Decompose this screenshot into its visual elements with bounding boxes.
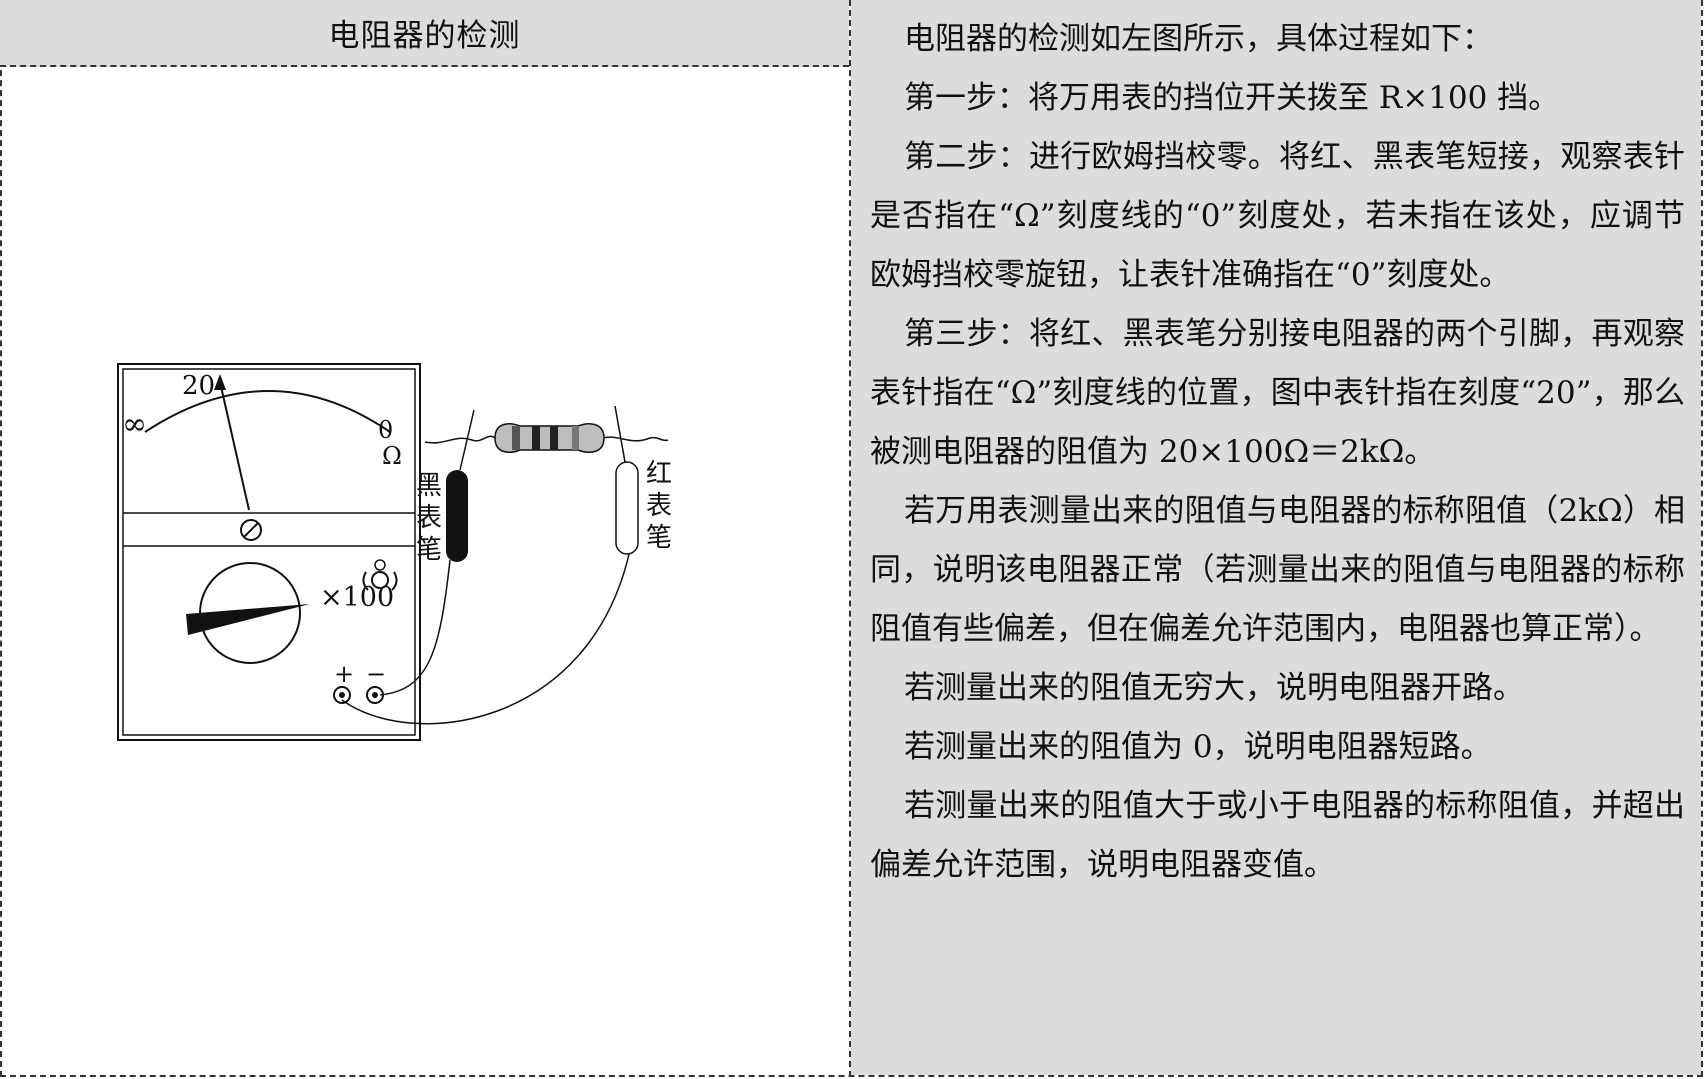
black-probe-label-3: 笔 — [416, 535, 442, 565]
scale-label-0: 0 — [378, 416, 393, 444]
scale-label-ohm: Ω — [382, 442, 402, 470]
resistor-lead-left — [424, 435, 496, 444]
column-divider — [849, 0, 851, 1077]
resistor-lead-right — [601, 436, 669, 442]
black-probe — [446, 470, 468, 562]
paragraph-normal: 若万用表测量出来的阻值与电阻器的标称阻值（2kΩ）相同，说明该电阻器正常（若测量… — [870, 493, 1685, 647]
red-probe-label-2: 表 — [646, 491, 672, 521]
range-label: ×100 — [320, 582, 394, 613]
description-text: 电阻器的检测如左图所示，具体过程如下： 第一步：将万用表的挡位开关拨至 R×10… — [870, 10, 1685, 895]
range-selector-pointer — [186, 604, 310, 635]
text-column-background — [851, 0, 1701, 1075]
meter-needle — [219, 381, 250, 511]
black-probe-label-2: 表 — [416, 503, 442, 533]
resistor-icon — [494, 423, 605, 453]
black-probe-cable — [379, 559, 451, 696]
paragraph-step-1: 第一步：将万用表的挡位开关拨至 R×100 挡。 — [904, 80, 1560, 116]
paragraph-intro: 电阻器的检测如左图所示，具体过程如下： — [904, 21, 1493, 57]
red-probe-cable — [341, 549, 631, 725]
multimeter-inner-frame — [122, 368, 416, 736]
paragraph-step-2: 第二步：进行欧姆挡校零。将红、黑表笔短接，观察表针是否指在“Ω”刻度线的“0”刻… — [870, 139, 1685, 293]
minus-terminal-label: − — [366, 660, 386, 688]
black-probe-label-1: 黑 — [416, 471, 442, 501]
paragraph-drift: 若测量出来的阻值大于或小于电阻器的标称阻值，并超出偏差允许范围，说明电阻器变值。 — [870, 788, 1685, 883]
left-column-header: 电阻器的检测 — [0, 0, 849, 67]
ohm-zero-knob-icon — [362, 559, 398, 591]
plus-terminal-label: + — [334, 660, 354, 688]
paragraph-step-3: 第三步：将红、黑表笔分别接电阻器的两个引脚，再观察表针指在“Ω”刻度线的位置，图… — [870, 316, 1685, 470]
paragraph-short: 若测量出来的阻值为 0，说明电阻器短路。 — [904, 729, 1492, 765]
scale-label-inf: ∞ — [122, 407, 147, 442]
red-probe — [615, 461, 639, 555]
ohm-scale-arc — [144, 390, 391, 433]
scale-label-20: 20 — [182, 371, 215, 401]
multimeter-diagram: ∞ 20 0 Ω ×100 + − 黑 表 笔 红 表 笔 — [117, 363, 672, 741]
multimeter-body — [117, 363, 421, 741]
red-probe-label-1: 红 — [646, 459, 672, 489]
paragraph-open: 若测量出来的阻值无穷大，说明电阻器开路。 — [904, 670, 1524, 706]
red-probe-label-3: 笔 — [646, 523, 672, 553]
